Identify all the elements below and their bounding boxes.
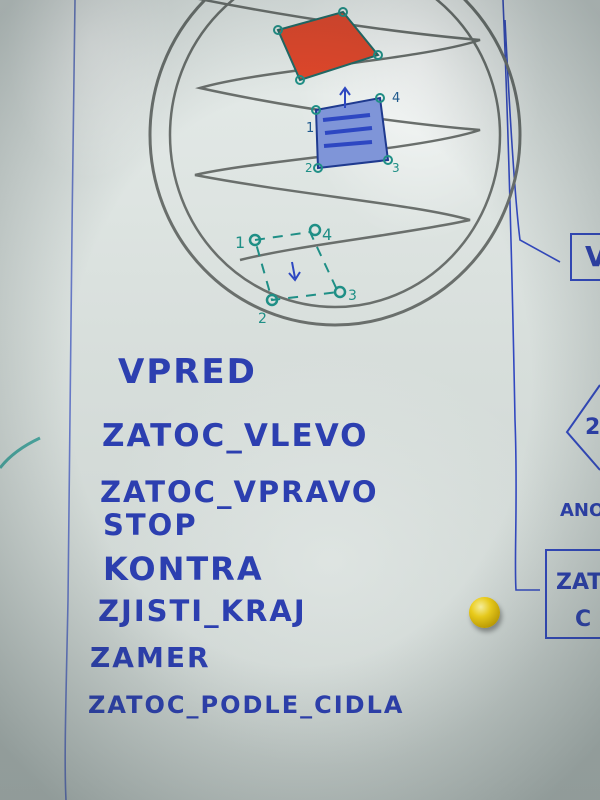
label-num: 4 bbox=[322, 225, 332, 244]
label-num: 3 bbox=[392, 161, 400, 175]
command-line: STOP bbox=[103, 508, 198, 542]
command-line: KONTRA bbox=[103, 550, 264, 588]
flowchart-fragment: ZATO bbox=[556, 570, 600, 595]
flowchart-fragment: V bbox=[585, 240, 600, 273]
label-num: 2 bbox=[258, 311, 267, 327]
label-num: 2 bbox=[305, 161, 313, 175]
command-line: ZATOC_VLEVO bbox=[102, 418, 369, 454]
flowchart-line bbox=[502, 0, 540, 591]
flowchart-diamond bbox=[565, 384, 600, 471]
flowchart-box-top bbox=[570, 233, 600, 281]
robot-top bbox=[276, 10, 380, 82]
command-line: ZATOC_PODLE_CIDLA bbox=[88, 691, 405, 719]
label-num: 1 bbox=[235, 233, 245, 252]
yellow-magnet bbox=[469, 597, 500, 628]
label-num: 1 bbox=[306, 121, 314, 136]
command-line: ZAMER bbox=[90, 641, 211, 674]
board-frame-line bbox=[64, 0, 76, 800]
flowchart-fragment: ANO bbox=[560, 500, 600, 521]
outer-circle bbox=[148, 0, 522, 327]
flowchart-fragment: 2 bbox=[585, 415, 600, 440]
flowchart-fragment: C bbox=[575, 607, 592, 632]
track-zigzag bbox=[194, 0, 481, 262]
command-line: ZATOC_VPRAVO bbox=[100, 475, 379, 509]
label-num: 3 bbox=[348, 288, 357, 304]
command-line: VPRED bbox=[118, 352, 257, 392]
command-line: ZJISTI_KRAJ bbox=[98, 594, 307, 628]
robot-bottom bbox=[253, 230, 340, 302]
label-num: 4 bbox=[392, 91, 400, 106]
flowchart-line-2 bbox=[504, 19, 561, 263]
inner-circle bbox=[168, 0, 502, 309]
teal-mark bbox=[0, 436, 41, 469]
flowchart-box-bottom bbox=[545, 549, 600, 639]
